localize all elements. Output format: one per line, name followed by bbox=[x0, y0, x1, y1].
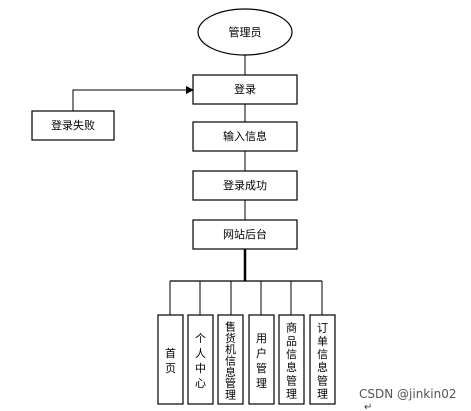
edge-failed-login bbox=[72, 86, 194, 111]
backend-node bbox=[192, 219, 298, 250]
admin-start-label: 管理员 bbox=[229, 25, 262, 39]
module-box-product-mgmt bbox=[278, 314, 305, 405]
login-label: 登录 bbox=[234, 82, 256, 96]
input-info-node bbox=[192, 121, 298, 152]
login-success-label: 登录成功 bbox=[223, 178, 267, 192]
module-label-product-mgmt: 商品信息管理 bbox=[286, 321, 297, 401]
backend-label: 网站后台 bbox=[223, 227, 267, 241]
module-group: 首页 个人中心 售货机信息管理 用户管理 商品信息管理 订单信息管理 bbox=[157, 281, 336, 405]
input-info-label: 输入信息 bbox=[223, 129, 267, 143]
module-box-home bbox=[157, 314, 184, 405]
module-label-user-mgmt: 用户管理 bbox=[256, 332, 267, 390]
login-failed-node bbox=[31, 110, 115, 141]
module-box-order-mgmt bbox=[309, 314, 336, 405]
watermark: CSDN @jinkin02 bbox=[359, 387, 456, 401]
module-label-personal-center: 个人中心 bbox=[195, 332, 206, 390]
module-box-user-mgmt bbox=[248, 314, 275, 405]
module-label-home: 首页 bbox=[165, 346, 176, 375]
module-label-vending-machine: 售货机信息管理 bbox=[225, 320, 236, 402]
module-box-personal-center bbox=[187, 314, 214, 405]
module-label-order-mgmt: 订单信息管理 bbox=[317, 322, 328, 401]
return-mark: ↵ bbox=[364, 402, 372, 411]
module-box-vending-machine bbox=[217, 314, 244, 405]
login-node bbox=[192, 74, 298, 105]
login-failed-label: 登录失败 bbox=[51, 118, 95, 132]
